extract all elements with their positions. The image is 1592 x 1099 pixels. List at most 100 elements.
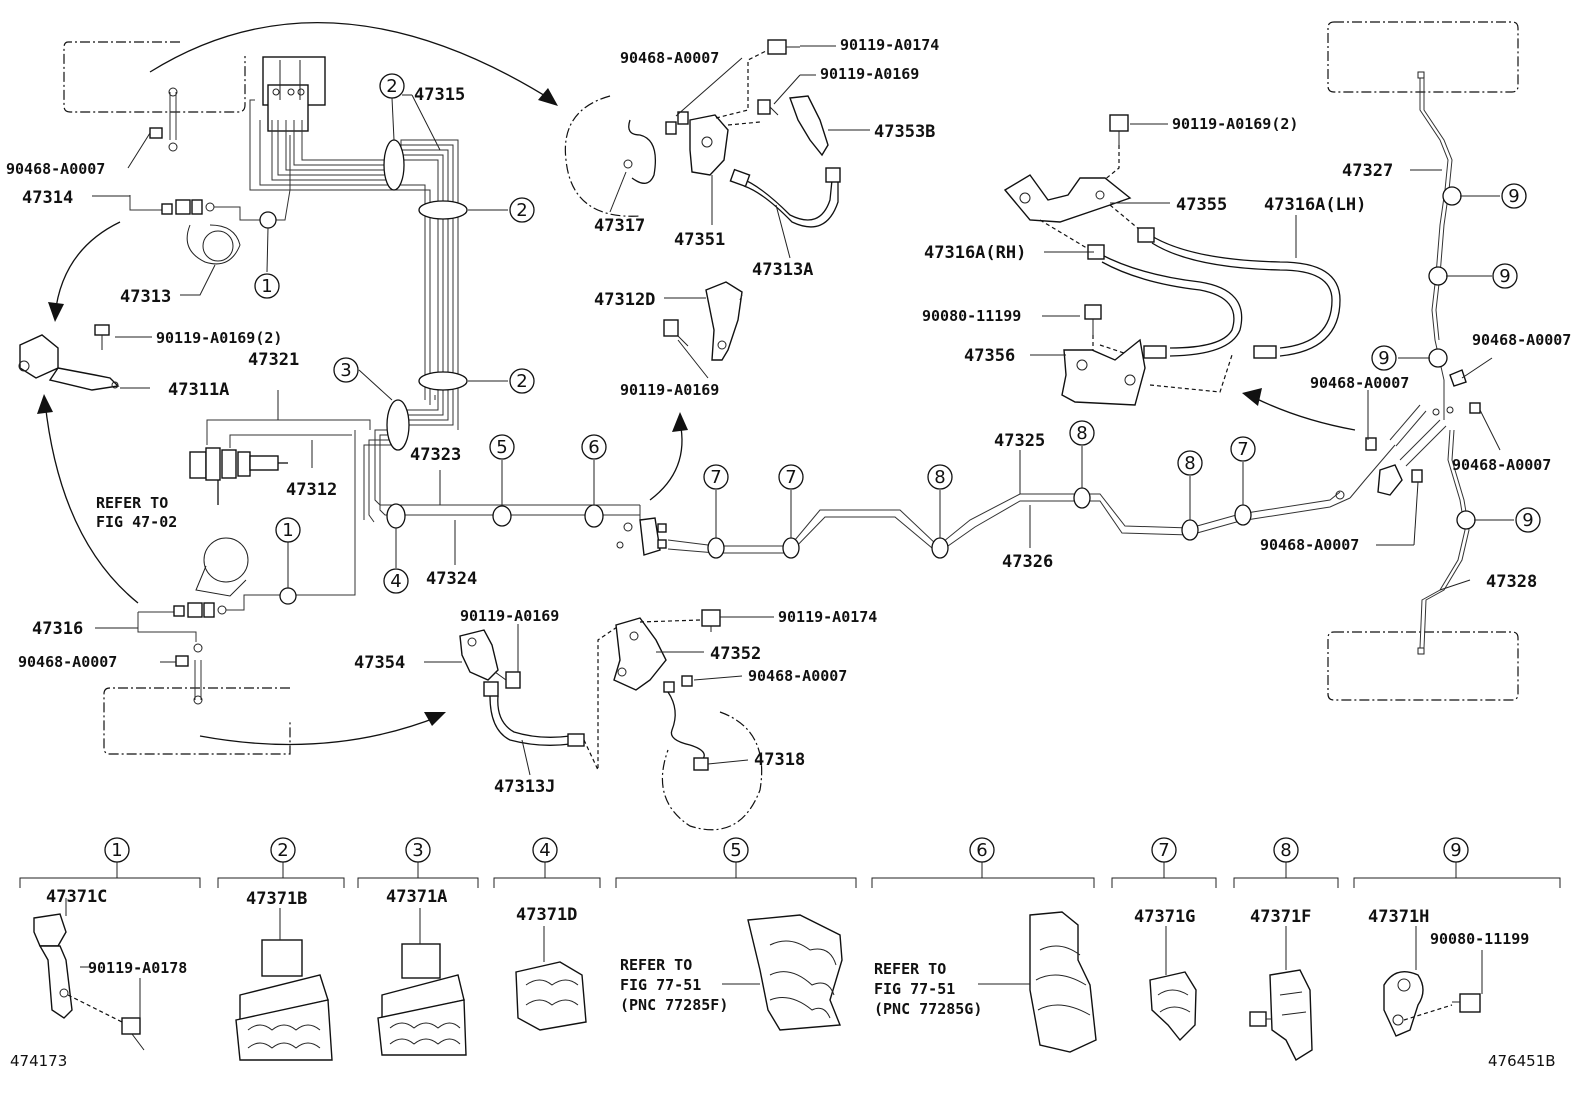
clamp-9-c [1428, 348, 1448, 368]
svg-text:7: 7 [1237, 439, 1248, 460]
clamp-icon-47371H [1383, 926, 1483, 1037]
label-47352: 47352 [710, 644, 761, 664]
label-47318: 47318 [754, 750, 805, 770]
svg-text:2: 2 [516, 200, 527, 221]
legend-label-47371C: 47371C [46, 887, 107, 907]
label-90468-A0007-tc: 90468-A0007 [620, 49, 719, 67]
label-90119-A0169-2-right: 90119-A0169(2) [1172, 115, 1298, 133]
svg-text:7: 7 [710, 467, 721, 488]
svg-text:8: 8 [1184, 453, 1195, 474]
label-90119-A0174-top: 90119-A0174 [840, 36, 939, 54]
clamp-legend [19, 837, 1561, 888]
pipe-47316 [137, 537, 297, 705]
bracket-47352 [613, 617, 667, 691]
label-47355: 47355 [1176, 195, 1227, 215]
svg-text:4: 4 [390, 571, 401, 592]
arrow-left-down [54, 221, 121, 316]
rear-junction-fittings [1335, 369, 1481, 500]
label-47328: 47328 [1486, 572, 1537, 592]
svg-text:3: 3 [340, 360, 351, 381]
label-47313A: 47313A [752, 260, 813, 280]
label-90468-A0007-ml: 90468-A0007 [18, 653, 117, 671]
label-47313: 47313 [120, 287, 171, 307]
label-47321: 47321 [248, 350, 299, 370]
label-90119-A0174-bottom: 90119-A0174 [778, 608, 877, 626]
svg-text:8: 8 [1280, 840, 1291, 861]
label-90119-A0169-top: 90119-A0169 [820, 65, 919, 83]
clamp-icon-47371G [1149, 926, 1197, 1042]
legend-label-refer-77285F-c: (PNC 77285F) [620, 996, 728, 1014]
detail-circle-47317 [564, 95, 641, 217]
legend-label-47371D: 47371D [516, 905, 577, 925]
clamp-icon-47371B [235, 908, 333, 1061]
svg-text:2: 2 [516, 371, 527, 392]
label-90468-A0007-r4: 90468-A0007 [1260, 536, 1359, 554]
svg-text:9: 9 [1522, 510, 1533, 531]
svg-text:6: 6 [588, 437, 599, 458]
label-fig-47-02: FIG 47-02 [96, 513, 177, 531]
arrow-left-up [44, 401, 139, 604]
label-47317: 47317 [594, 216, 645, 236]
label-47326: 47326 [1002, 552, 1053, 572]
label-90468-A0007-b: 90468-A0007 [748, 667, 847, 685]
bracket-47354 [459, 629, 499, 681]
bracket-47353B [789, 95, 829, 157]
bolt-icon-90119-A0169-2-right [1109, 114, 1129, 145]
bolt-icon-90080-11199 [1084, 304, 1102, 335]
label-47351: 47351 [674, 230, 725, 250]
detail-box-top-right [1327, 21, 1519, 93]
pipe-47327 [1419, 78, 1453, 420]
arrow-middle-up [649, 421, 683, 501]
legend-label-47371G: 47371G [1134, 907, 1195, 927]
clamp-7-a [707, 537, 725, 559]
junction-fittings [616, 517, 667, 556]
hose-47313A [729, 167, 841, 228]
label-47324: 47324 [426, 569, 477, 589]
svg-text:1: 1 [261, 276, 272, 297]
legend-label-47371H: 47371H [1368, 907, 1429, 927]
clamp-8-c [1181, 519, 1199, 541]
label-90080-11199: 90080-11199 [922, 307, 1021, 325]
label-47315: 47315 [414, 85, 465, 105]
svg-text:6: 6 [976, 840, 987, 861]
sensor-wire-47317 [623, 111, 689, 184]
bracket-47351 [689, 114, 729, 176]
bolt-icon-90119-A0169-bottom [494, 671, 521, 689]
label-47314: 47314 [22, 188, 73, 208]
label-47316A-RH: 47316A(RH) [924, 243, 1026, 263]
label-47325: 47325 [994, 431, 1045, 451]
legend-label-refer-77285G-b: FIG 77-51 [874, 980, 955, 998]
arrow-top-curve [149, 22, 556, 103]
legend-label-refer-77285F-a: REFER TO [620, 956, 692, 974]
label-90468-A0007-r2: 90468-A0007 [1310, 374, 1409, 392]
svg-text:1: 1 [282, 520, 293, 541]
callout-numbers: 2 2 2 3 1 1 4 5 6 7 7 8 8 8 7 9 9 9 9 [261, 76, 1533, 592]
svg-text:2: 2 [386, 76, 397, 97]
clamp-3 [386, 399, 410, 451]
label-47354: 47354 [354, 653, 405, 673]
svg-text:8: 8 [934, 467, 945, 488]
label-90468-A0007-r1: 90468-A0007 [1472, 331, 1571, 349]
clamp-icon-77285G [978, 911, 1097, 1053]
detail-box-bottom-right [1327, 631, 1519, 701]
bolt-icon-90119-A0174-top [767, 39, 800, 55]
svg-text:7: 7 [1158, 840, 1169, 861]
hose-47313J [483, 681, 585, 747]
svg-text:9: 9 [1450, 840, 1461, 861]
bracket-47312D [705, 281, 743, 361]
label-47316: 47316 [32, 619, 83, 639]
legend-callout-numbers: 1 2 3 4 5 6 7 8 9 [111, 840, 1461, 861]
proportioning-valve-47311A [18, 334, 120, 391]
master-cylinder-icon [262, 56, 326, 132]
svg-text:1: 1 [111, 840, 122, 861]
clamp-4 [386, 503, 406, 529]
svg-text:5: 5 [730, 840, 741, 861]
detail-box-bottom-left [103, 687, 291, 755]
hose-47316A-LH [1137, 227, 1341, 359]
label-47353B: 47353B [874, 122, 935, 142]
pipe-47314 [129, 87, 291, 265]
clamp-8-a [931, 537, 949, 559]
valve-47312 [189, 419, 371, 505]
clamp-7-c [1234, 504, 1252, 526]
